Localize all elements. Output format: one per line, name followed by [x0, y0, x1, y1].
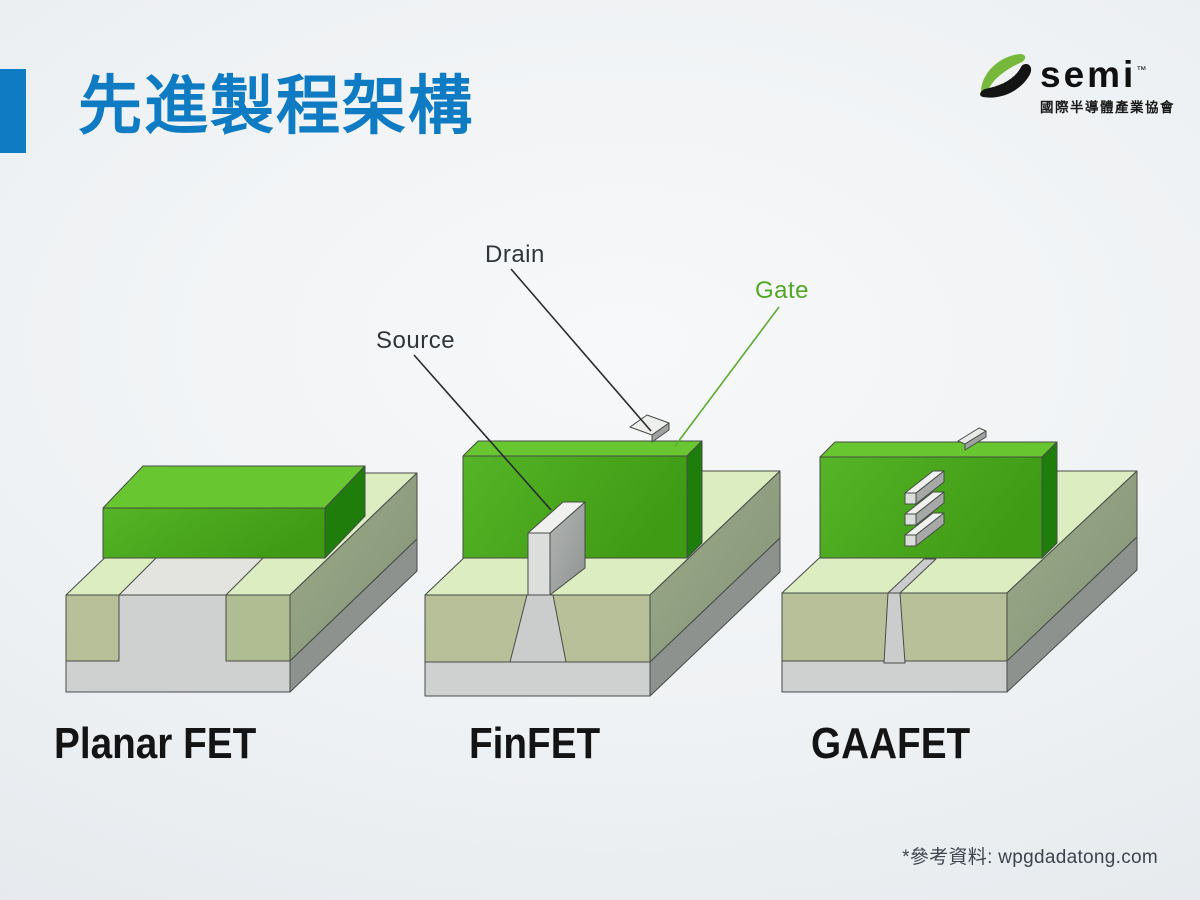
- gaafet-tip: [957, 427, 987, 451]
- semi-subtitle: 國際半導體產業協會: [1040, 100, 1175, 115]
- semi-swoosh-icon: [980, 54, 1032, 98]
- finfet-fin: [527, 501, 586, 596]
- gate-leader-line: [674, 306, 780, 447]
- label-finfet: FinFET: [469, 719, 601, 768]
- gaafet-illustration: [781, 427, 1138, 693]
- semi-brand: semi™: [1040, 56, 1175, 93]
- planar-fet-illustration: [65, 465, 418, 693]
- leader-lines: [413, 268, 780, 511]
- page-title: 先進製程架構: [78, 70, 474, 142]
- title-accent-bar: [0, 69, 26, 153]
- gaafet-nanosheet-1: [904, 470, 945, 505]
- footnote: *參考資料: wpgdadatong.com: [902, 847, 1158, 868]
- finfet-illustration: [424, 414, 781, 697]
- planar-gate: [102, 465, 366, 559]
- gaafet-nanosheet-2: [904, 491, 945, 526]
- label-source: Source: [376, 327, 456, 354]
- label-gaafet: GAAFET: [811, 719, 971, 768]
- label-planar-fet: Planar FET: [54, 719, 257, 768]
- label-drain: Drain: [485, 241, 545, 268]
- drain-leader-line: [510, 268, 652, 432]
- semi-logo-text: semi™ 國際半導體產業協會: [1040, 50, 1175, 116]
- source-leader-line: [413, 354, 552, 511]
- label-gate: Gate: [755, 277, 810, 304]
- semi-trademark: ™: [1136, 65, 1147, 76]
- semi-brand-word: semi: [1040, 54, 1137, 95]
- gaafet-nanosheet-3: [904, 512, 945, 547]
- semi-logo: semi™ 國際半導體產業協會: [974, 50, 1175, 116]
